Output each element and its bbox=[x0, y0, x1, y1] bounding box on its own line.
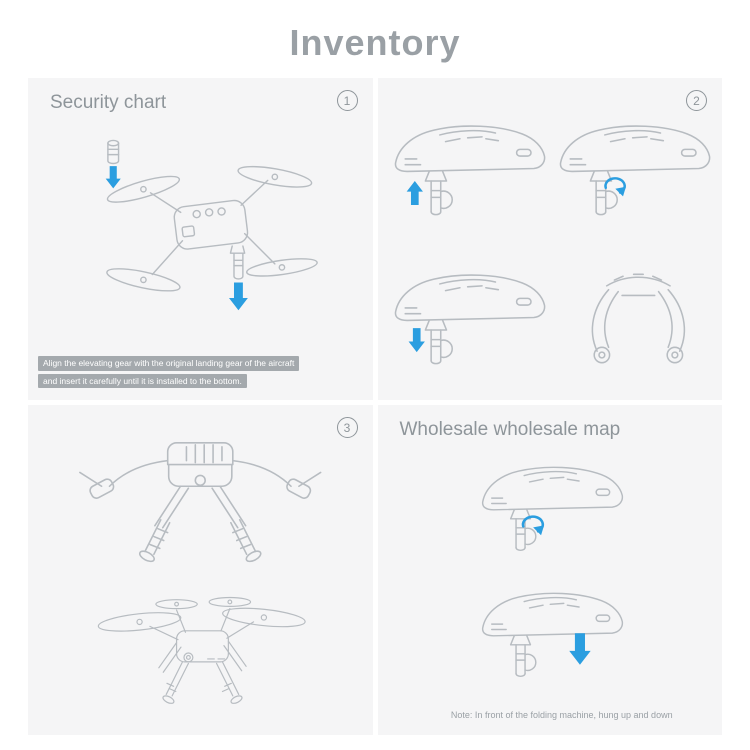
step-2-badge: 2 bbox=[686, 90, 707, 111]
arrow-down-icon bbox=[105, 166, 121, 189]
closeup-rotate-illustration bbox=[559, 125, 711, 216]
arrow-down-icon bbox=[408, 328, 425, 353]
page-title: Inventory bbox=[289, 22, 461, 63]
caption-line-1: Align the elevating gear with the origin… bbox=[38, 356, 300, 371]
panel-security-chart: Security chart 1 Align the elevating gea… bbox=[28, 78, 373, 400]
arrow-rotate-icon bbox=[521, 515, 545, 537]
closeup-insert-up-illustration bbox=[394, 125, 545, 216]
arrow-down-icon bbox=[568, 633, 591, 665]
drone-full-view-illustration bbox=[96, 596, 307, 706]
caption-line-2: and insert it carefully until it is inst… bbox=[38, 373, 247, 388]
instruction-caption: Align the elevating gear with the origin… bbox=[38, 353, 300, 388]
closeup-fold-rotate-illustration bbox=[481, 466, 623, 552]
drone-front-view-illustration bbox=[79, 442, 322, 565]
panels-grid: Security chart 1 Align the elevating gea… bbox=[28, 78, 722, 735]
closeup-hang-down-illustration bbox=[481, 592, 623, 678]
panel-1-heading: Security chart bbox=[50, 92, 167, 113]
step-3-badge: 3 bbox=[336, 417, 358, 438]
closeup-insert-down-illustration bbox=[394, 274, 545, 365]
panel-wholesale-map: Wholesale wholesale map Note: In front o… bbox=[377, 405, 722, 735]
panel-4-heading: Wholesale wholesale map bbox=[399, 419, 621, 440]
step-1-badge: 1 bbox=[336, 90, 358, 111]
mounted-views bbox=[42, 431, 359, 727]
drone-top-view-illustration bbox=[40, 120, 361, 342]
panel-step-2: 2 bbox=[377, 78, 722, 400]
arrow-up-icon bbox=[406, 181, 423, 206]
folding-views bbox=[398, 445, 703, 697]
note-text: Note: In front of the folding machine, h… bbox=[450, 710, 673, 720]
panel-step-3: 3 bbox=[28, 405, 373, 735]
arrow-down-icon bbox=[228, 282, 248, 311]
closeup-front-legs-illustration bbox=[591, 273, 685, 364]
closeup-grid bbox=[386, 96, 715, 392]
